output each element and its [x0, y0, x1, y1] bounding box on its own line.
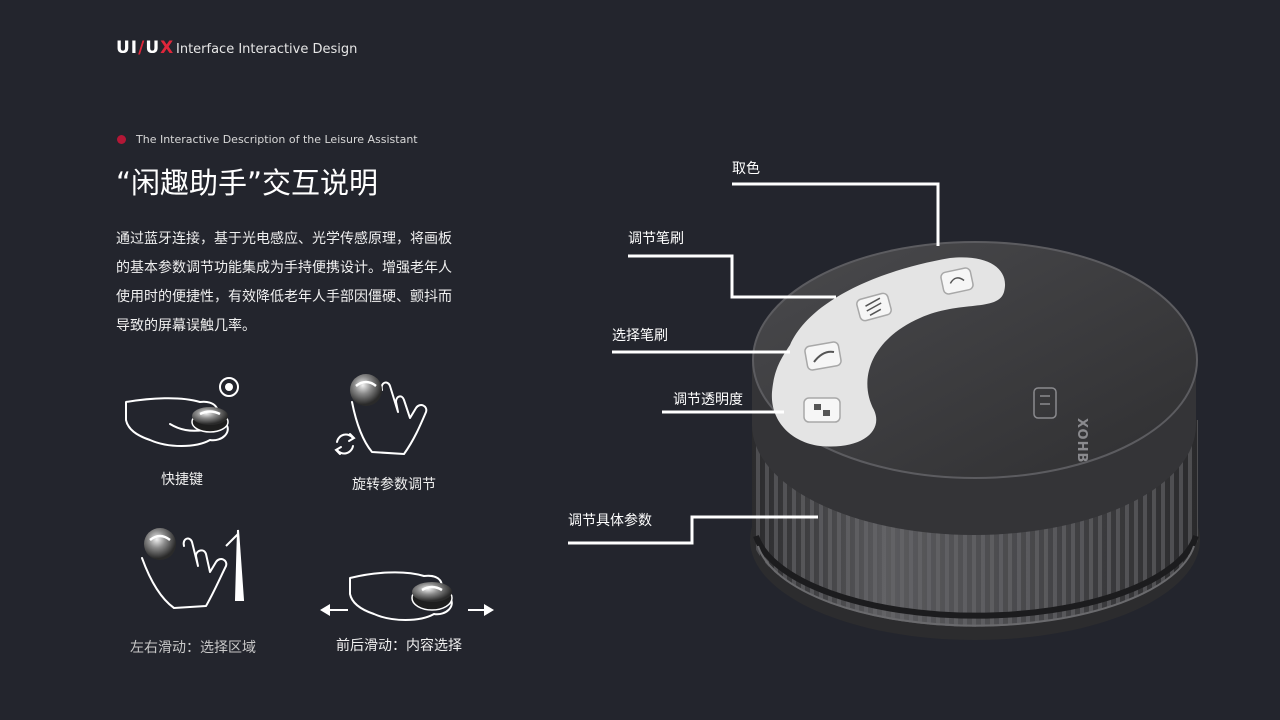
brand-ui: UI: [116, 38, 139, 58]
gesture-slide-fb-knob: [411, 582, 453, 611]
header-subtitle: Interface Interactive Design: [176, 42, 358, 57]
gesture-label-slide-lr: 左右滑动：选择区域: [130, 640, 256, 656]
gesture-label-rotate: 旋转参数调节: [352, 477, 436, 493]
page-title: “闲趣助手”交互说明: [116, 166, 379, 200]
description: 通过蓝牙连接，基于光电感应、光学传感原理，将画板 的基本参数调节功能集成为手持便…: [116, 225, 476, 341]
opacity-adjust-button[interactable]: [803, 397, 841, 423]
brush-adjust-button[interactable]: [856, 292, 893, 322]
section-subtitle: The Interactive Description of the Leisu…: [136, 133, 418, 146]
brand-logo: UI/UX: [116, 38, 174, 58]
color-pick-button[interactable]: [940, 267, 974, 295]
callout-line-color: [732, 182, 940, 246]
device-logo-icon: [1033, 387, 1057, 419]
callout-line-params: [568, 515, 818, 545]
gesture-slide-fb-illustration: [349, 571, 453, 621]
callout-label-brush-select: 选择笔刷: [612, 328, 668, 344]
brand-x: X: [160, 38, 175, 58]
tap-target-icon: [219, 377, 239, 397]
callout-label-brush-adjust: 调节笔刷: [628, 231, 684, 247]
arrow-right-icon: [468, 604, 494, 616]
gesture-rotate-knob: [350, 374, 382, 406]
description-line: 导致的屏幕误触几率。: [116, 318, 256, 334]
callout-line-brush-adjust: [628, 254, 836, 299]
gesture-label-slide-fb: 前后滑动：内容选择: [336, 638, 462, 654]
brand-slash: /: [138, 38, 146, 58]
gesture-slide-lr-knob: [144, 528, 176, 560]
gesture-slide-lr-illustration: [141, 537, 228, 609]
gesture-rotate-illustration: [351, 381, 428, 455]
section-bullet: [117, 135, 126, 144]
rotate-arrows-icon: [334, 433, 356, 455]
gesture-shortcut-knob: [191, 407, 229, 433]
device-logo-text: XOHB: [1074, 418, 1089, 463]
arrow-left-icon: [320, 604, 348, 616]
description-line: 的基本参数调节功能集成为手持便携设计。增强老年人: [116, 260, 452, 276]
slide-marker-icon: [225, 529, 245, 601]
gesture-label-shortcut: 快捷键: [161, 472, 203, 488]
brush-select-button[interactable]: [804, 341, 842, 371]
description-line: 通过蓝牙连接，基于光电感应、光学传感原理，将画板: [116, 231, 452, 247]
callout-label-params: 调节具体参数: [568, 513, 652, 529]
description-line: 使用时的便捷性，有效降低老年人手部因僵硬、颤抖而: [116, 289, 452, 305]
brand-u: U: [145, 38, 161, 58]
callout-label-opacity: 调节透明度: [673, 392, 743, 408]
callout-label-color: 取色: [732, 161, 760, 177]
